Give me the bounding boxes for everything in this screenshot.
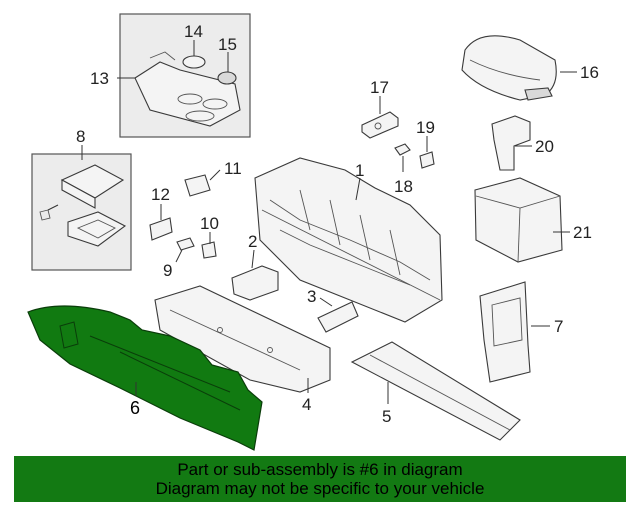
callout-14: 14 <box>184 22 203 41</box>
callout-1: 1 <box>355 161 364 180</box>
parts-diagram: 13 14 15 8 16 17 19 18 20 21 7 1 11 12 1… <box>27 13 599 451</box>
part-6-side-panel-highlighted <box>27 305 263 451</box>
part-5-rail <box>350 341 521 441</box>
callout-21: 21 <box>573 223 592 242</box>
part-10-clip <box>201 241 217 259</box>
part-3-bracket <box>317 301 359 333</box>
callout-2: 2 <box>248 232 257 251</box>
part-9-pin <box>176 237 195 251</box>
callout-13: 13 <box>90 69 109 88</box>
inset-8-storage-bin <box>31 153 132 271</box>
part-12-bracket <box>149 217 173 241</box>
part-11-clip <box>184 174 211 197</box>
callout-15: 15 <box>218 35 237 54</box>
callout-17: 17 <box>370 78 389 97</box>
callout-9: 9 <box>163 261 172 280</box>
callout-5: 5 <box>382 407 391 426</box>
inset-13-cup-holder <box>119 13 251 138</box>
part-20-bracket <box>491 115 531 171</box>
part-19-clip <box>419 151 435 169</box>
callout-7: 7 <box>554 317 563 336</box>
banner-line-2: Diagram may not be specific to your vehi… <box>155 479 485 498</box>
callout-12: 12 <box>151 185 170 204</box>
part-18-clip <box>394 143 411 156</box>
banner-line-1: Part or sub-assembly is #6 in diagram <box>177 460 463 479</box>
part-21-bin <box>474 177 563 263</box>
callout-3: 3 <box>307 287 316 306</box>
callout-16: 16 <box>580 63 599 82</box>
callout-6: 6 <box>130 398 140 418</box>
part-7-rear-panel <box>479 281 531 383</box>
info-banner: Part or sub-assembly is #6 in diagram Di… <box>14 456 626 502</box>
leader-lines <box>81 40 577 404</box>
part-2-bracket <box>231 265 279 301</box>
callout-20: 20 <box>535 137 554 156</box>
callout-4: 4 <box>302 395 311 414</box>
part-17-latch <box>361 111 399 139</box>
callout-10: 10 <box>200 214 219 233</box>
part-1-console-body <box>254 157 443 323</box>
callout-18: 18 <box>394 177 413 196</box>
callout-8: 8 <box>76 127 85 146</box>
part-16-armrest-lid <box>461 35 557 101</box>
callout-labels: 13 14 15 8 16 17 19 18 20 21 7 1 11 12 1… <box>76 22 599 426</box>
callout-11: 11 <box>224 159 242 178</box>
callout-19: 19 <box>416 118 435 137</box>
